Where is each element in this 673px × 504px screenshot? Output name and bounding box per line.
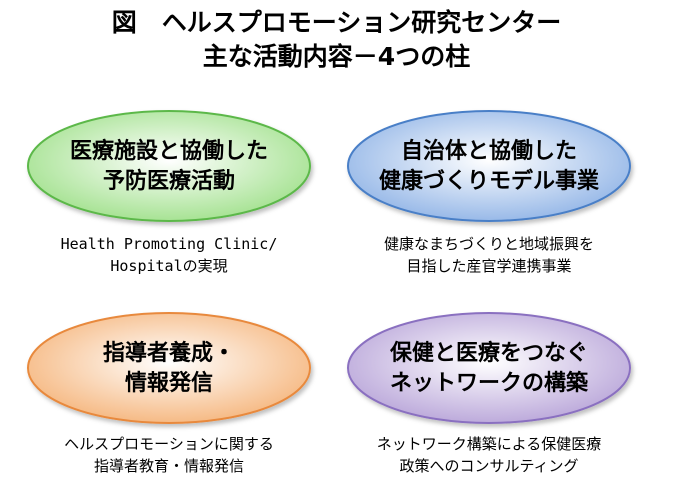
pillar-3-desc-line1: ヘルスプロモーションに関する [64,435,274,453]
pillar-1-label-line1: 医療施設と協働した [69,139,268,164]
pillar-1-desc-line1: Health Promoting Clinic/ [60,235,278,253]
pillar-4-desc-line2: 政策へのコンサルティング [399,457,579,475]
pillar-1-description: Health Promoting Clinic/ Hospitalの実現 [14,233,324,277]
pillar-4-description: ネットワーク構築による保健医療 政策へのコンサルティング [334,433,644,477]
pillar-4-label-line2: ネットワークの構築 [389,371,588,396]
pillar-2-desc-line2: 目指した産官学連携事業 [406,257,572,275]
pillar-2-description: 健康なまちづくりと地域振興を 目指した産官学連携事業 [334,233,644,277]
pillar-ellipse-community-health [347,110,631,222]
pillar-3-label-line2: 情報発信 [124,371,213,396]
pillar-2-desc-line1: 健康なまちづくりと地域振興を [383,235,594,253]
pillar-4-label-line1: 保健と医療をつなぐ [389,341,588,366]
pillar-ellipse-network [347,312,631,424]
pillar-3-description: ヘルスプロモーションに関する 指導者教育・情報発信 [14,433,324,477]
figure-title-line1: 図 ヘルスプロモーション研究センター [111,8,562,37]
pillar-3-desc-line2: 指導者教育・情報発信 [93,457,244,475]
figure-title-line2: 主な活動内容－4つの柱 [202,42,471,71]
pillar-ellipse-preventive-care [27,110,311,222]
pillar-4-label: 保健と医療をつなぐ ネットワークの構築 [349,339,629,399]
pillar-1-desc-line2: Hospitalの実現 [110,257,228,275]
pillar-3-label: 指導者養成・ 情報発信 [29,339,309,399]
pillar-2-label-line2: 健康づくりモデル事業 [378,169,599,194]
pillar-ellipse-training [27,312,311,424]
pillar-1-label: 医療施設と協働した 予防医療活動 [29,137,309,197]
pillar-2-label-line1: 自治体と協働した [400,139,577,164]
pillar-4-desc-line1: ネットワーク構築による保健医療 [376,435,602,453]
pillar-2-label: 自治体と協働した 健康づくりモデル事業 [349,137,629,197]
pillar-1-label-line2: 予防医療活動 [102,169,235,194]
pillar-3-label-line1: 指導者養成・ [102,341,235,366]
